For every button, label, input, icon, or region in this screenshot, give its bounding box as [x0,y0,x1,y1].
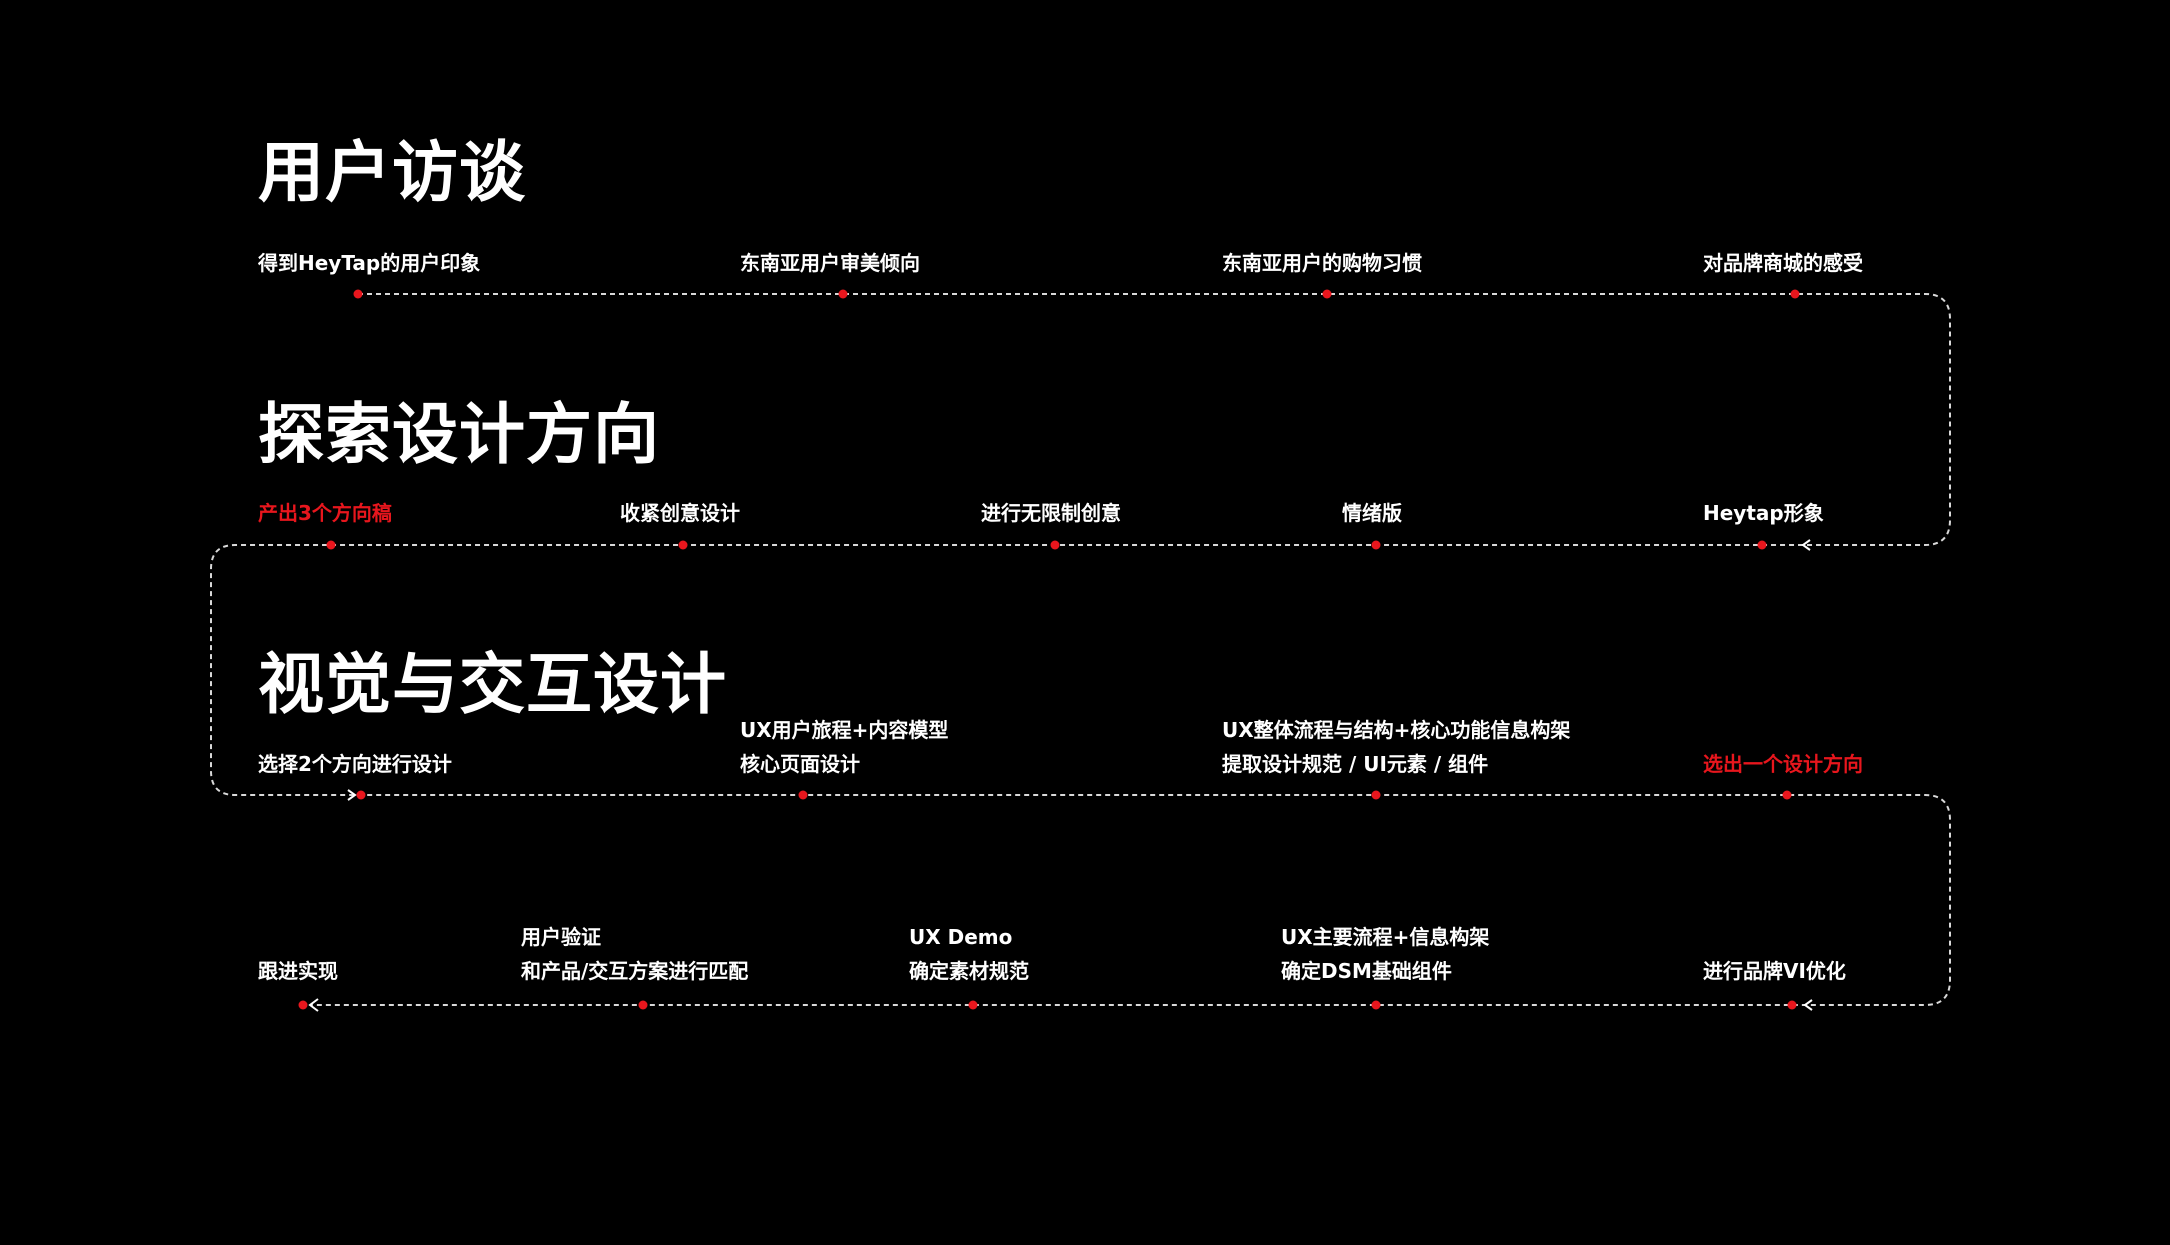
step-label-line: 选择2个方向进行设计 [258,752,452,776]
step-dot [1787,1000,1797,1010]
step-dot [326,540,336,550]
step-dot [1371,540,1381,550]
stage-title-visual-interaction: 视觉与交互设计 [258,646,727,723]
step-label-line: 确定DSM基础组件 [1281,959,1452,983]
step-label: 东南亚用户审美倾向 [740,246,920,280]
direction-arrow-icon [347,789,357,801]
step-label-line: 跟进实现 [258,959,338,983]
step-label: UX主要流程+信息构架确定DSM基础组件 [1281,920,1489,988]
step-label-line: 用户验证 [521,925,601,949]
step-dot [1050,540,1060,550]
step-dot [353,289,363,299]
step-label-line: Heytap形象 [1703,501,1824,525]
step-label-highlight: 选出一个设计方向 [1703,747,1863,781]
step-label: 选择2个方向进行设计 [258,747,452,781]
step-dot [1371,1000,1381,1010]
step-label-line: 东南亚用户的购物习惯 [1222,251,1422,275]
step-label: 用户验证和产品/交互方案进行匹配 [521,920,748,988]
end-arrow-icon [308,998,319,1012]
step-dot [298,1000,308,1010]
step-dot [798,790,808,800]
step-label-line: 收紧创意设计 [620,501,740,525]
step-label: 得到HeyTap的用户印象 [258,246,480,280]
step-label-line: UX整体流程与结构+核心功能信息构架 [1222,718,1571,742]
step-label-line: 提取设计规范 / UI元素 / 组件 [1222,752,1489,776]
step-label-line: UX用户旅程+内容模型 [740,718,949,742]
step-label-highlight: 产出3个方向稿 [258,496,392,530]
step-label-line: UX主要流程+信息构架 [1281,925,1490,949]
step-dot [838,289,848,299]
step-label: 进行品牌VI优化 [1703,954,1846,988]
step-label-line: 东南亚用户审美倾向 [740,251,920,275]
step-label: 情绪版 [1342,496,1402,530]
step-label: 东南亚用户的购物习惯 [1222,246,1422,280]
step-label-line: 情绪版 [1342,501,1402,525]
step-label-line: 进行品牌VI优化 [1703,959,1846,983]
step-label: 收紧创意设计 [620,496,740,530]
step-dot [968,1000,978,1010]
step-label-line: 进行无限制创意 [981,501,1121,525]
step-label: UX整体流程与结构+核心功能信息构架提取设计规范 / UI元素 / 组件 [1222,713,1570,781]
step-label: UX Demo 确定素材规范 [909,920,1029,988]
step-dot [356,790,366,800]
step-label: Heytap形象 [1703,496,1824,530]
step-label: 跟进实现 [258,954,338,988]
step-label: 进行无限制创意 [981,496,1121,530]
step-label-line: 核心页面设计 [740,752,860,776]
step-label-line: 对品牌商城的感受 [1703,251,1863,275]
step-label-line: 产出3个方向稿 [258,501,392,525]
step-dot [1782,790,1792,800]
step-label-line: 得到HeyTap的用户印象 [258,251,481,275]
step-label: 对品牌商城的感受 [1703,246,1863,280]
step-label-line: 和产品/交互方案进行匹配 [521,959,749,983]
direction-arrow-icon [1801,539,1811,551]
step-label-line: 选出一个设计方向 [1703,752,1863,776]
step-dot [678,540,688,550]
step-dot [638,1000,648,1010]
stage-title-user-interview: 用户访谈 [258,134,526,211]
step-label-line: 确定素材规范 [909,959,1029,983]
direction-arrow-icon [1803,999,1813,1011]
step-dot [1322,289,1332,299]
stage-title-explore-direction: 探索设计方向 [258,396,660,473]
step-dot [1371,790,1381,800]
step-label: UX用户旅程+内容模型核心页面设计 [740,713,948,781]
connector-path [210,293,1951,1006]
step-dot [1790,289,1800,299]
step-dot [1757,540,1767,550]
step-label-line: UX Demo [909,925,1013,949]
